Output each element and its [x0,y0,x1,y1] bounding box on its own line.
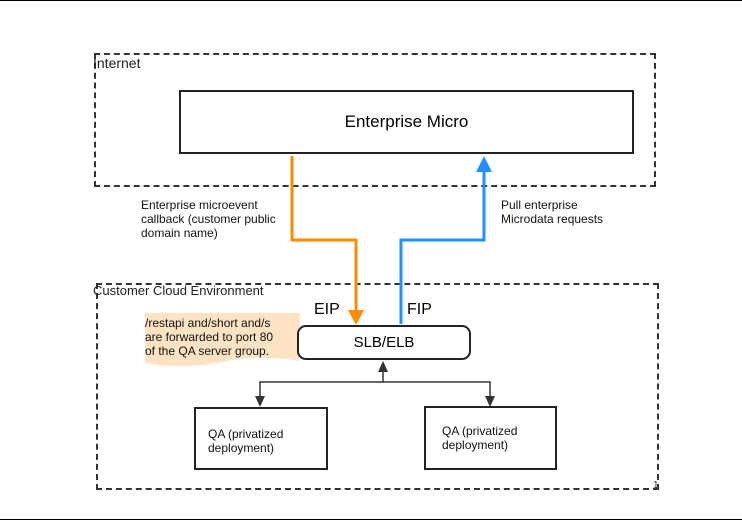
qa-right-label-line: QA (privatized [442,424,518,438]
pull-request-label-line: Microdata requests [501,212,604,226]
customer-cloud-zone-label: Customer Cloud Environment [93,283,264,298]
pull-request-arrow-head [476,156,492,172]
forwarding-note-line: of the QA server group. [145,344,270,358]
qa-right-label-line: deployment) [442,438,509,452]
forwarding-note-line: /restapi and/short and/s [145,316,271,330]
internet-zone-label: Internet [93,55,141,71]
qa-left-label: QA (privatized deployment) [208,427,283,455]
slb-elb-label: SLB/ELB [353,334,415,351]
top-border-line [0,0,742,1]
forwarding-note-shape [145,313,300,367]
slb-up-arrow-head [378,361,388,372]
callback-label-line: callback (customer public [141,212,276,226]
qa-right-arrow-head [485,396,495,407]
qa-left-box: QA (privatized deployment) [194,407,328,470]
callback-arrow-head [348,310,364,325]
callback-label: Enterprise microevent callback (customer… [141,198,276,240]
pull-request-arrow [399,170,486,324]
eip-label: EIP [314,301,340,318]
enterprise-micro-label: Enterprise Micro [344,112,469,131]
bottom-border-line [0,519,742,520]
callback-label-line: Enterprise microevent [141,198,258,212]
qa-right-box: QA (privatized deployment) [424,406,557,470]
qa-branch-line [259,381,491,396]
forwarding-note-line: are forwarded to port 80 [145,330,274,344]
forwarding-note: /restapi and/short and/s are forwarded t… [145,316,273,358]
callback-arrow [290,156,358,312]
qa-left-label-line: QA (privatized [208,427,284,441]
qa-left-arrow-head [255,396,265,407]
enterprise-micro-box: Enterprise Micro [179,90,634,154]
pull-request-label-line: Pull enterprise [501,198,578,212]
customer-cloud-zone [96,283,659,490]
internet-zone [94,53,656,187]
page-number: 1 [653,480,659,491]
qa-right-label: QA (privatized deployment) [442,424,517,452]
callback-label-line: domain name) [141,226,218,240]
qa-left-label-line: deployment) [208,441,275,455]
pull-request-label: Pull enterprise Microdata requests [501,198,603,226]
fip-label: FIP [407,301,432,318]
slb-elb-box: SLB/ELB [297,325,471,360]
